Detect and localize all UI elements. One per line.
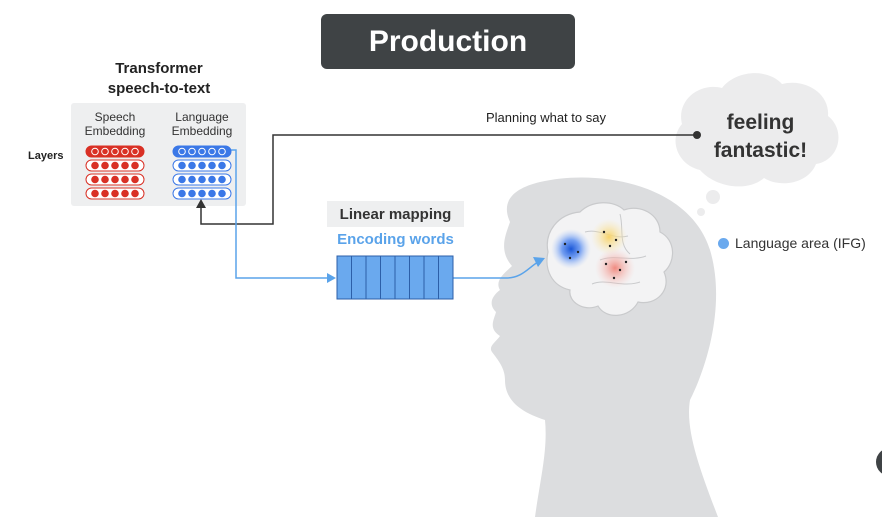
transformer-title-line1: Transformer: [115, 60, 203, 77]
planning-arrow-line: [200, 134, 696, 225]
language-area-ifg-region: [551, 229, 591, 269]
speech-node: [131, 175, 139, 184]
red-brain-region: [595, 248, 635, 288]
title-banner: Production: [321, 14, 575, 69]
speech-node: [101, 175, 109, 184]
language-node: [188, 161, 196, 170]
planning-arrowhead: [196, 199, 206, 208]
language-node: [218, 189, 226, 198]
speech-node: [121, 175, 129, 184]
language-node: [208, 175, 216, 184]
encoding-cell: [380, 255, 396, 300]
language-node: [208, 161, 216, 170]
speech-layer-1: [85, 145, 145, 158]
speech-node: [91, 175, 99, 184]
speech-node: [111, 175, 119, 184]
encoding-arrow-line: [226, 149, 328, 279]
speech-node: [101, 147, 109, 156]
encoding-cell: [351, 255, 367, 300]
brain-arrowhead: [533, 257, 545, 267]
language-node: [178, 175, 186, 184]
language-node: [188, 189, 196, 198]
encoding-vector: [336, 255, 454, 300]
language-node: [188, 175, 196, 184]
speech-node: [91, 161, 99, 170]
encoding-arrowhead: [327, 273, 336, 283]
encoding-cell: [394, 255, 410, 300]
linear-mapping-label: Linear mapping: [327, 201, 464, 227]
speech-node: [131, 147, 139, 156]
language-node: [178, 161, 186, 170]
language-node: [198, 161, 206, 170]
language-node: [218, 147, 226, 156]
thought-text: feeling fantastic!: [688, 109, 833, 165]
speech-label-line1: Speech: [94, 110, 136, 124]
transformer-title-line2: speech-to-text: [107, 80, 211, 97]
language-node: [208, 189, 216, 198]
speech-node: [111, 189, 119, 198]
encoding-words-label: Encoding words: [337, 231, 454, 248]
language-node: [178, 189, 186, 198]
language-embedding-layers: [172, 145, 232, 200]
speech-node: [101, 189, 109, 198]
speech-node: [101, 161, 109, 170]
speech-embedding-label: Speech Embedding: [78, 110, 152, 138]
speech-node: [131, 189, 139, 198]
language-layer-1: [172, 145, 232, 158]
encoding-cell: [336, 255, 352, 300]
layers-label: Layers: [28, 150, 64, 162]
speech-node: [121, 189, 129, 198]
speech-node: [111, 161, 119, 170]
speech-node: [91, 189, 99, 198]
language-node: [208, 147, 216, 156]
speech-node: [121, 147, 129, 156]
speech-label-line2: Embedding: [84, 124, 146, 138]
language-node: [178, 147, 186, 156]
partial-dark-circle: [876, 450, 882, 474]
thought-line1: feeling: [726, 111, 795, 134]
language-node: [218, 175, 226, 184]
language-node: [198, 189, 206, 198]
language-label-line2: Embedding: [171, 124, 233, 138]
legend-label: Language area (IFG): [735, 235, 866, 251]
thought-bubble-tail-large: [706, 190, 720, 204]
language-node: [188, 147, 196, 156]
speech-node: [131, 161, 139, 170]
language-node: [218, 161, 226, 170]
language-label-line1: Language: [175, 110, 229, 124]
yellow-brain-region: [591, 219, 627, 255]
speech-node: [121, 161, 129, 170]
speech-node: [111, 147, 119, 156]
thought-line2: fantastic!: [713, 139, 808, 162]
legend-dot: [718, 237, 729, 249]
planning-label: Planning what to say: [486, 110, 606, 125]
planning-arrow-endpoint: [693, 131, 701, 139]
speech-embedding-layers: [85, 145, 145, 200]
brain-arrow-line: [453, 261, 539, 279]
language-node: [198, 147, 206, 156]
transformer-title: Transformer speech-to-text: [84, 59, 234, 99]
speech-node: [91, 147, 99, 156]
encoding-cell: [365, 255, 381, 300]
thought-bubble: [675, 73, 839, 187]
language-node: [198, 175, 206, 184]
encoding-cell: [409, 255, 425, 300]
legend: Language area (IFG): [718, 235, 866, 251]
encoding-cell: [423, 255, 439, 300]
thought-bubble-tail-small: [697, 208, 705, 216]
encoding-cell: [438, 255, 454, 300]
language-embedding-label: Language Embedding: [165, 110, 239, 138]
title-text: Production: [368, 24, 528, 58]
